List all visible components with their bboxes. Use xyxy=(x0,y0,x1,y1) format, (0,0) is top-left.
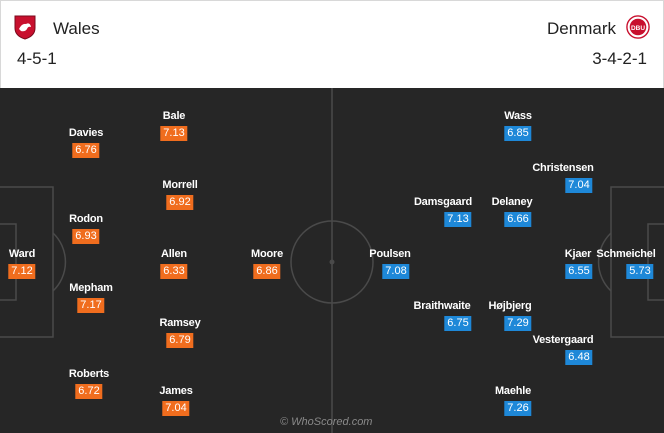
player-rating: 7.04 xyxy=(162,401,190,416)
player-name: Vestergaard xyxy=(532,334,594,346)
home-formation: 4-5-1 xyxy=(17,49,57,68)
svg-text:DBU: DBU xyxy=(631,25,645,32)
player-rating: 6.66 xyxy=(504,212,532,227)
player-rating: 6.48 xyxy=(565,350,593,365)
player-rating: 7.29 xyxy=(504,316,532,331)
player-rating: 7.04 xyxy=(565,178,593,193)
pitch: Ward 7.12 Davies 6.76 Rodon 6.93 Mepham … xyxy=(0,88,664,433)
match-header: Wales 4-5-1 Denmark DBU 3-4-2-1 xyxy=(0,0,664,88)
pitch-markings xyxy=(0,88,664,433)
player-rating: 7.12 xyxy=(8,264,36,279)
player-rating: 6.85 xyxy=(504,126,532,141)
player-name: James xyxy=(159,385,193,397)
player-name: Højbjerg xyxy=(488,300,532,312)
player-name: Christensen xyxy=(532,162,594,174)
player-rating: 7.13 xyxy=(444,212,472,227)
player-rating: 5.73 xyxy=(626,264,654,279)
player-name: Delaney xyxy=(491,196,533,208)
player-name: Maehle xyxy=(494,385,532,397)
whoscored-watermark: © WhoScored.com xyxy=(280,416,373,428)
player-rating: 6.75 xyxy=(444,316,472,331)
home-team-name: Wales xyxy=(53,19,100,38)
player-rating: 7.17 xyxy=(77,298,105,313)
player-name: Allen xyxy=(161,248,187,260)
player-rating: 7.13 xyxy=(160,126,188,141)
player-name: Moore xyxy=(250,248,284,260)
player-rating: 6.33 xyxy=(160,264,188,279)
denmark-crest-icon: DBU xyxy=(626,15,650,39)
player-rating: 7.08 xyxy=(382,264,410,279)
player-name: Braithwaite xyxy=(413,300,471,312)
player-name: Bale xyxy=(162,110,186,122)
player-name: Wass xyxy=(504,110,532,122)
player-name: Morrell xyxy=(162,179,198,191)
player-rating: 6.72 xyxy=(75,384,103,399)
player-name: Ramsey xyxy=(159,317,201,329)
player-rating: 6.86 xyxy=(253,264,281,279)
player-name: Damsgaard xyxy=(413,196,473,208)
player-name: Ward xyxy=(8,248,36,260)
player-rating: 6.55 xyxy=(565,264,593,279)
away-team-name: Denmark xyxy=(547,19,616,38)
player-rating: 6.92 xyxy=(166,195,194,210)
player-name: Schmeichel xyxy=(596,248,656,260)
player-rating: 7.26 xyxy=(504,401,532,416)
player-rating: 6.79 xyxy=(166,333,194,348)
player-name: Roberts xyxy=(68,368,110,380)
player-name: Rodon xyxy=(69,213,103,225)
player-rating: 6.76 xyxy=(72,143,100,158)
player-name: Poulsen xyxy=(369,248,411,260)
player-name: Mepham xyxy=(69,282,113,294)
player-rating: 6.93 xyxy=(72,229,100,244)
player-name: Davies xyxy=(68,127,104,139)
away-formation: 3-4-2-1 xyxy=(592,49,647,68)
player-name: Kjaer xyxy=(564,248,592,260)
wales-crest-icon xyxy=(14,15,36,40)
